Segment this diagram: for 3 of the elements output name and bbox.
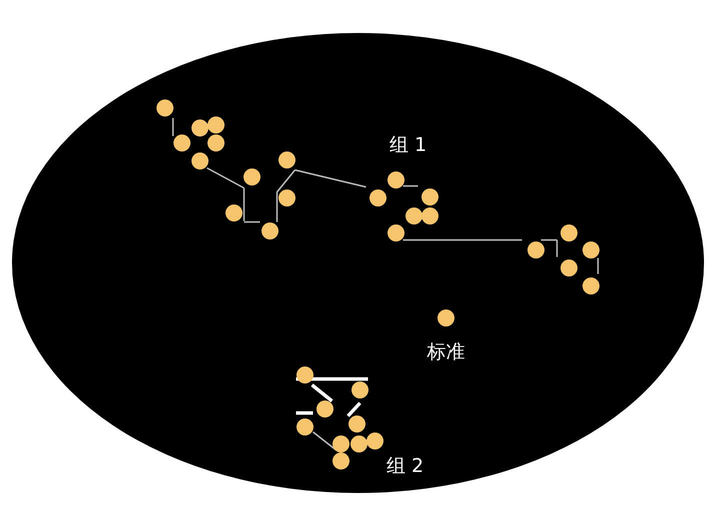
group-label: 组 1 [389,133,427,158]
group-label: 组 2 [386,454,424,479]
group-label: 标准 [427,340,465,365]
